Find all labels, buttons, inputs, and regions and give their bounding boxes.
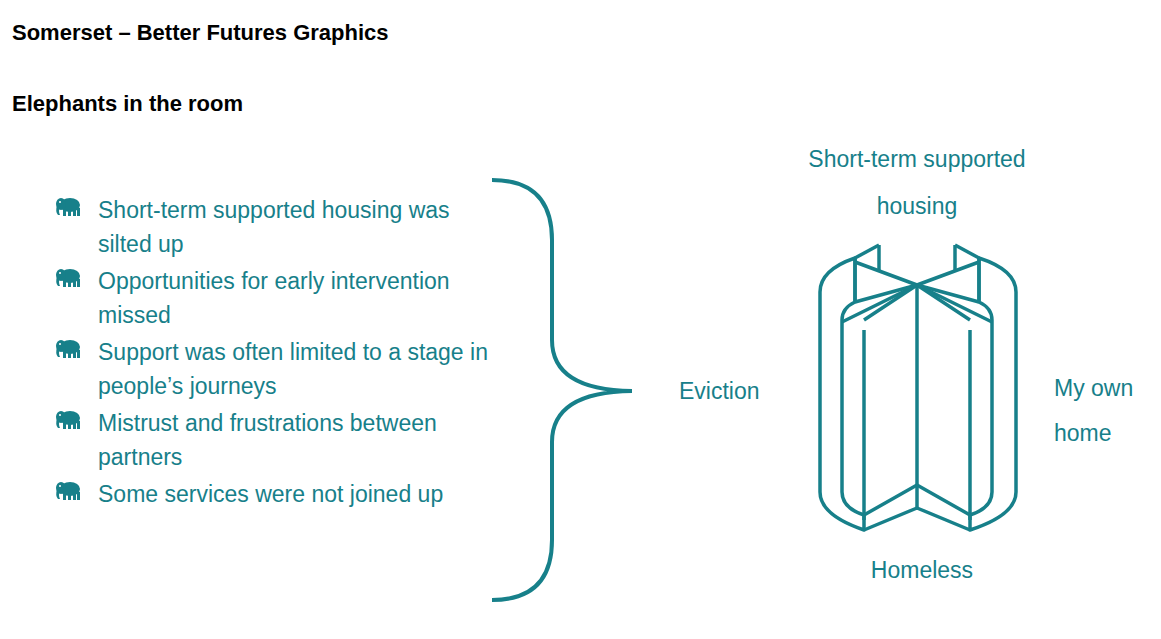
- elephant-icon: [56, 198, 80, 216]
- curly-brace: [492, 180, 632, 600]
- elephant-icon: [56, 340, 80, 358]
- door-label: Homeless: [832, 553, 1012, 587]
- door-label: Short-term supported housing: [782, 136, 1052, 230]
- elephant-icon: [56, 411, 80, 429]
- door-label: My own home: [1054, 366, 1158, 456]
- bullet-text: Some services were not joined up: [98, 477, 498, 511]
- bullet-text: Opportunities for early intervention mis…: [98, 264, 498, 332]
- bullet-text: Mistrust and frustrations between partne…: [98, 406, 498, 474]
- section-heading: Elephants in the room: [12, 91, 243, 117]
- elephant-icon: [56, 269, 80, 287]
- revolving-door: [820, 245, 1016, 530]
- door-label: Eviction: [679, 374, 760, 408]
- page-title: Somerset – Better Futures Graphics: [12, 20, 389, 46]
- elephant-icon: [56, 482, 80, 500]
- bullet-text: Short-term supported housing was silted …: [98, 193, 498, 261]
- bullet-text: Support was often limited to a stage in …: [98, 335, 498, 403]
